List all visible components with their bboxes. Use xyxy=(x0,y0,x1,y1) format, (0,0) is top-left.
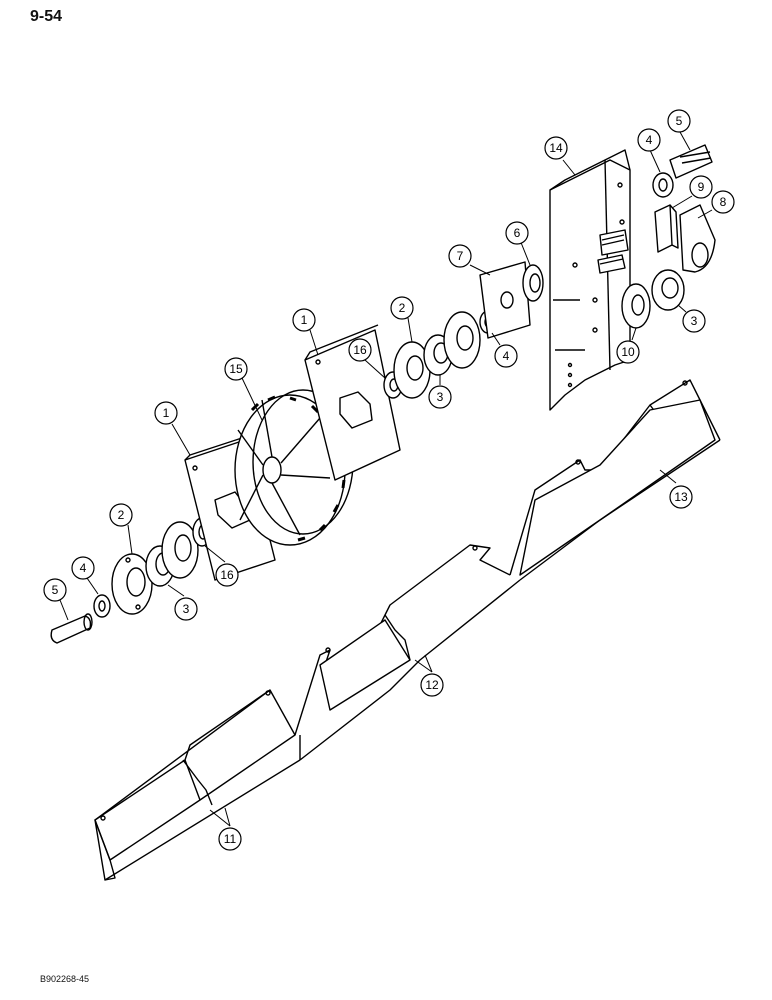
callout-14: 14 xyxy=(544,136,568,160)
callout-5-left: 5 xyxy=(43,578,67,602)
callout-3-upper: 3 xyxy=(682,309,706,333)
svg-text:1: 1 xyxy=(163,406,170,420)
collar-4-left xyxy=(93,594,111,618)
callout-15: 15 xyxy=(224,357,248,381)
callout-2-left: 2 xyxy=(109,503,133,527)
collar-4-upper xyxy=(652,172,674,198)
callout-4-left: 4 xyxy=(71,556,95,580)
callout-1-right: 1 xyxy=(292,308,316,332)
trough-shield-11 xyxy=(94,689,301,881)
svg-text:3: 3 xyxy=(691,314,698,328)
callout-6: 6 xyxy=(505,221,529,245)
callout-3-right: 3 xyxy=(428,385,452,409)
svg-text:15: 15 xyxy=(229,362,243,376)
page-number: 9-54 xyxy=(30,8,63,25)
callout-4-right: 4 xyxy=(494,344,518,368)
svg-text:3: 3 xyxy=(437,390,444,404)
svg-text:2: 2 xyxy=(399,301,406,315)
shaft-5-right xyxy=(669,144,713,179)
plate-1-right xyxy=(304,324,401,481)
svg-text:16: 16 xyxy=(220,568,234,582)
callout-5-right: 5 xyxy=(667,109,691,133)
svg-text:13: 13 xyxy=(674,490,688,504)
svg-text:11: 11 xyxy=(224,832,237,846)
svg-text:7: 7 xyxy=(457,249,464,263)
leader-lines xyxy=(59,131,713,827)
svg-text:1: 1 xyxy=(301,313,308,327)
callout-7: 7 xyxy=(448,244,472,268)
svg-text:16: 16 xyxy=(353,343,367,357)
trough-shield-13 xyxy=(509,379,721,581)
trough-shield-12 xyxy=(294,544,521,761)
bracket-9 xyxy=(654,204,679,253)
svg-text:4: 4 xyxy=(80,561,87,575)
callout-16-left: 16 xyxy=(215,563,239,587)
callout-11: 11 xyxy=(218,827,242,851)
figure-code: B902268-45 xyxy=(40,974,90,984)
callout-2-right: 2 xyxy=(390,296,414,320)
svg-text:4: 4 xyxy=(646,133,653,147)
svg-text:5: 5 xyxy=(52,583,59,597)
flange-2-left-outer xyxy=(111,553,153,615)
callout-1-left: 1 xyxy=(154,401,178,425)
flange-2-left-inner xyxy=(161,521,199,579)
svg-text:12: 12 xyxy=(425,678,439,692)
plate-7 xyxy=(479,261,531,339)
svg-text:14: 14 xyxy=(549,141,563,155)
frame-channel-14 xyxy=(549,149,631,411)
svg-text:10: 10 xyxy=(621,345,635,359)
svg-text:9: 9 xyxy=(698,180,705,194)
callout-13: 13 xyxy=(669,485,693,509)
svg-text:5: 5 xyxy=(676,114,683,128)
svg-text:4: 4 xyxy=(503,349,510,363)
flange-2-right-inner xyxy=(443,311,481,369)
callout-12: 12 xyxy=(420,673,444,697)
flange-10 xyxy=(621,283,651,329)
bearing-3-upper xyxy=(651,269,685,311)
svg-text:6: 6 xyxy=(514,226,521,240)
svg-text:8: 8 xyxy=(720,195,727,209)
svg-text:3: 3 xyxy=(183,602,190,616)
callout-10: 10 xyxy=(616,340,640,364)
shaft-5-left xyxy=(50,613,93,644)
callout-3-left: 3 xyxy=(174,597,198,621)
callout-4-upper: 4 xyxy=(637,128,661,152)
flange-6 xyxy=(522,264,544,302)
bracket-8 xyxy=(679,204,716,273)
callout-16-right: 16 xyxy=(348,338,372,362)
callout-9: 9 xyxy=(689,175,713,199)
svg-text:2: 2 xyxy=(118,508,125,522)
callout-8: 8 xyxy=(711,190,735,214)
